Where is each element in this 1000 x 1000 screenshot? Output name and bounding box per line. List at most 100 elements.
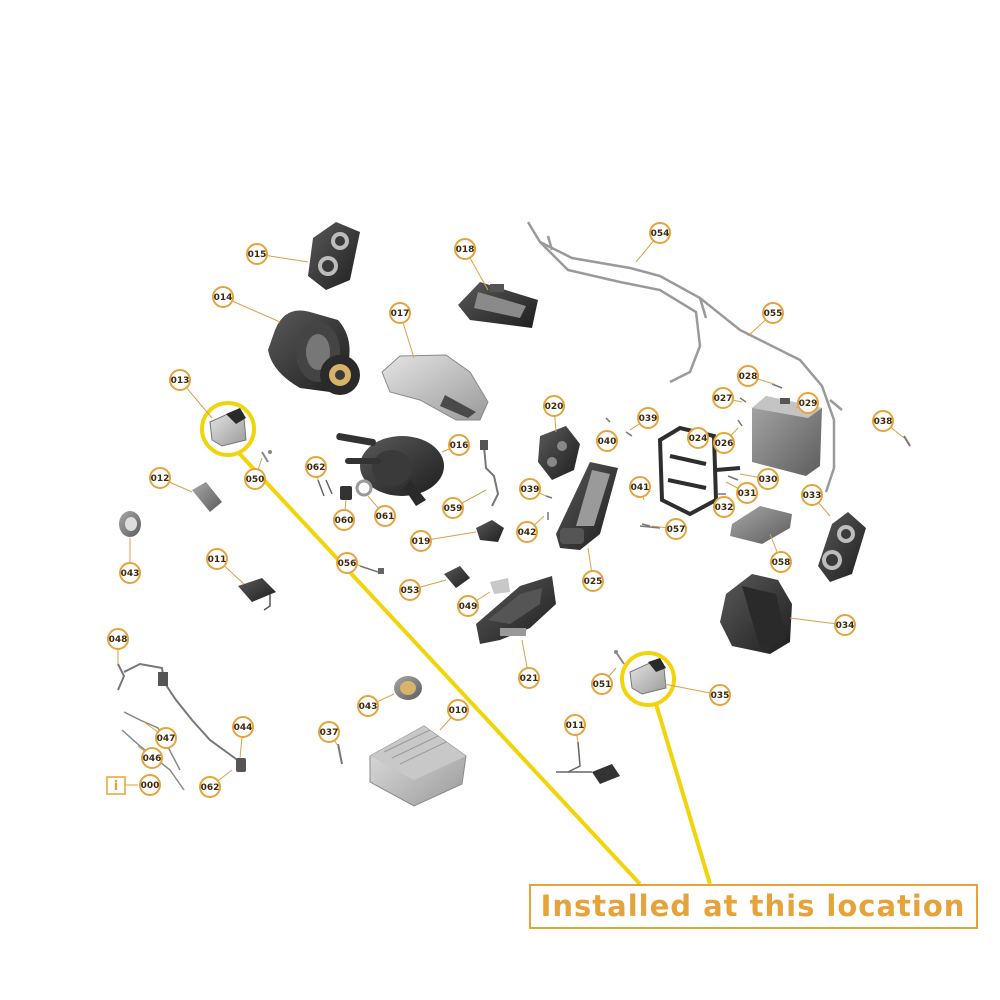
callout-label: 038 (874, 417, 893, 427)
callout-011: 011 (206, 548, 228, 570)
part-034-speaker-enclosure (720, 574, 792, 654)
part-016-steering-column-switch (336, 433, 444, 506)
callout-label: 044 (234, 723, 253, 733)
callout-039: 039 (519, 478, 541, 500)
info-icon: i (106, 776, 138, 795)
callout-ring (665, 518, 687, 540)
callout-label: 033 (803, 491, 822, 501)
callout-label: 039 (521, 485, 540, 495)
part-020-switch-panel (538, 426, 580, 480)
highlight-ring-035 (620, 651, 676, 707)
callout-ring (232, 716, 254, 738)
callout-label: 020 (545, 402, 564, 412)
callout-label: 050 (246, 475, 265, 485)
callout-ring (448, 434, 470, 456)
callout-013: 013 (169, 369, 191, 391)
callout-034: 034 (834, 614, 856, 636)
callout-ring (591, 673, 613, 695)
callout-ring (770, 551, 792, 573)
callout-042: 042 (516, 521, 538, 543)
callout-062: 062 (305, 456, 327, 478)
part-033-speaker-grille-right (818, 512, 866, 582)
callout-label: 041 (631, 483, 650, 493)
callout-037: 037 (318, 721, 340, 743)
callout-label: 040 (598, 437, 617, 447)
callout-ring (169, 369, 191, 391)
info-icon-glyph: i (114, 779, 118, 794)
callout-ring (713, 432, 735, 454)
callout-label: 054 (651, 229, 670, 239)
callout-029: 029 (797, 392, 819, 414)
callout-label: 060 (335, 516, 354, 526)
callout-057: 057 (665, 518, 687, 540)
callout-061: 061 (374, 505, 396, 527)
callout-043: 043 (119, 562, 141, 584)
callout-041: 041 (629, 476, 651, 498)
callout-060: 060 (333, 509, 355, 531)
callout-label: 025 (584, 577, 603, 587)
callout-ring (139, 774, 161, 796)
callout-024: 024 (687, 427, 709, 449)
callout-label: 014 (214, 293, 233, 303)
callout-label: 030 (759, 475, 778, 485)
callout-026: 026 (713, 432, 735, 454)
pointer-line-013 (236, 450, 642, 886)
callout-059: 059 (442, 497, 464, 519)
location-highlights (200, 401, 712, 886)
part-035-sensor (629, 658, 667, 695)
part-059-wire-harness (480, 440, 500, 507)
callout-031: 031 (736, 482, 758, 504)
part-056-connector (359, 565, 384, 574)
part-044-connector (236, 758, 246, 772)
callout-ring (834, 614, 856, 636)
callout-label: 043 (121, 569, 140, 579)
callout-051: 051 (591, 673, 613, 695)
part-037-bolt (337, 743, 343, 765)
callout-050: 050 (244, 468, 266, 490)
callout-ring (206, 548, 228, 570)
callout-040: 040 (596, 430, 618, 452)
callout-015: 015 (246, 243, 268, 265)
callout-020: 020 (543, 395, 565, 417)
callout-label: 055 (764, 309, 783, 319)
callout-010: 010 (447, 699, 469, 721)
callout-label: 010 (449, 706, 468, 716)
callout-056: 056 (336, 552, 358, 574)
callout-ring (596, 430, 618, 452)
callout-ring (336, 552, 358, 574)
callout-label: 048 (109, 635, 128, 645)
callout-035: 035 (709, 684, 731, 706)
callout-ring (447, 699, 469, 721)
callout-label: 058 (772, 558, 791, 568)
part-062-screws (317, 479, 333, 497)
callout-label: 018 (456, 245, 475, 255)
callout-ring (637, 407, 659, 429)
highlight-ring-013 (200, 401, 256, 457)
part-053-switch (444, 566, 470, 588)
callout-label: 042 (518, 528, 537, 538)
callout-label: 046 (143, 754, 162, 764)
callout-017: 017 (389, 302, 411, 324)
callout-053: 053 (399, 579, 421, 601)
callout-038: 038 (872, 410, 894, 432)
callout-label: 037 (320, 728, 339, 738)
part-012-module (192, 482, 222, 512)
callout-ring (687, 427, 709, 449)
part-small-fasteners (545, 417, 651, 527)
callout-016: 016 (448, 434, 470, 456)
callout-label: 011 (208, 555, 227, 565)
parts-layer (117, 221, 911, 807)
callout-label: 047 (157, 734, 176, 744)
callout-label: 039 (639, 414, 658, 424)
callout-label: 012 (151, 474, 170, 484)
callout-ring (410, 530, 432, 552)
callout-ring (149, 467, 171, 489)
callout-ring (389, 302, 411, 324)
callout-ring (305, 456, 327, 478)
callout-021: 021 (518, 667, 540, 689)
callout-label: 057 (667, 525, 686, 535)
callout-ring (801, 484, 823, 506)
callout-028: 028 (737, 365, 759, 387)
